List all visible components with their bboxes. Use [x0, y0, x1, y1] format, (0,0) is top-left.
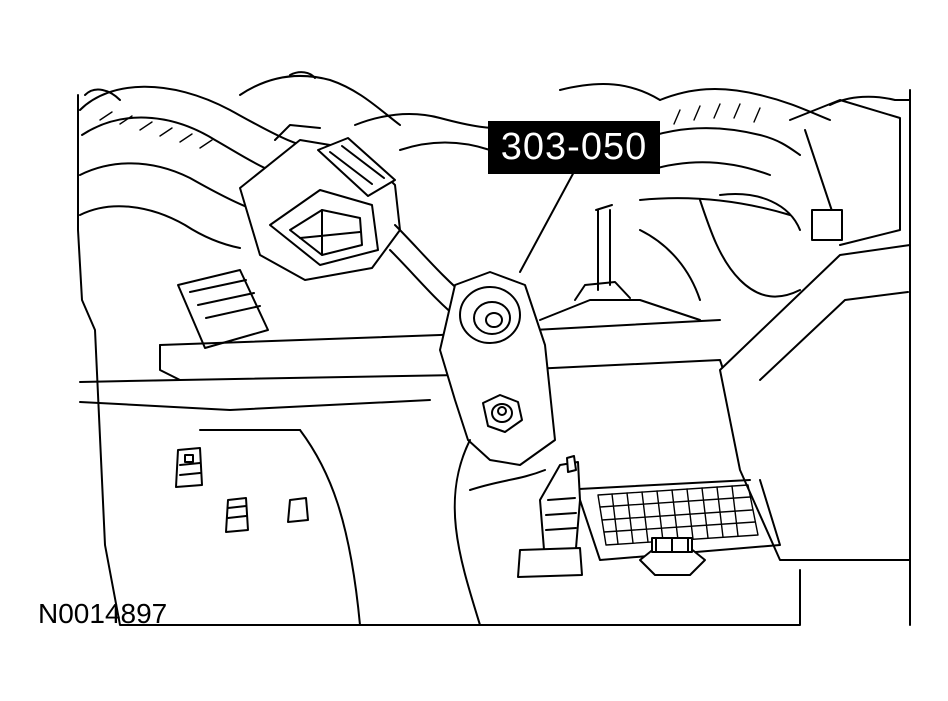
bracket — [439, 271, 556, 466]
side-connector — [177, 269, 269, 349]
fuel-rail — [79, 281, 726, 411]
grid-panel — [597, 484, 759, 546]
hex-nut — [639, 537, 706, 576]
tool-callout-label: 303-050 — [488, 121, 660, 174]
right-housing — [719, 99, 911, 561]
spark-plug — [517, 455, 583, 578]
wiring-harness — [79, 71, 911, 301]
cylinder-head — [199, 429, 781, 626]
stud-left — [175, 447, 309, 533]
callout-leader — [519, 169, 576, 273]
figure-id: N0014897 — [38, 598, 168, 629]
electrical-connector — [239, 124, 401, 281]
